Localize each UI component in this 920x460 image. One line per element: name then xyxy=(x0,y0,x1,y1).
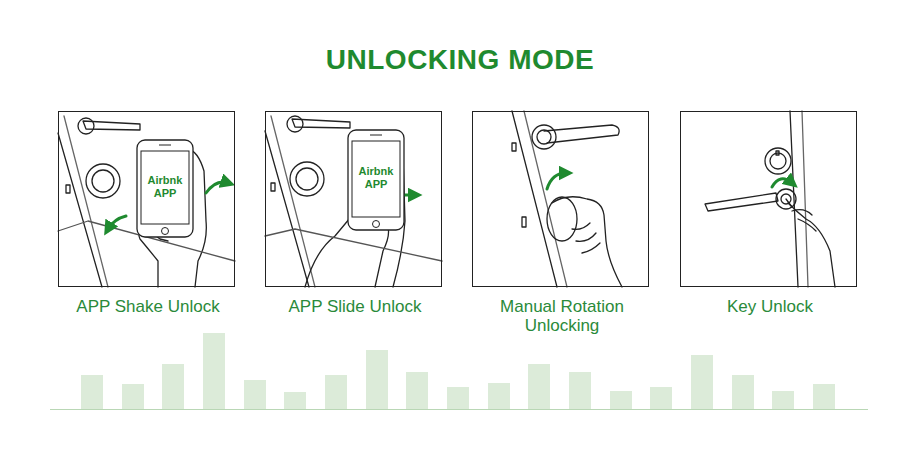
mode-panel: APP Slide UnlockAirbnk APP xyxy=(265,111,442,287)
app-label: Airbnk APP xyxy=(353,165,399,191)
mode-panel: Key Unlock xyxy=(680,111,857,287)
mode-panel: APP Shake UnlockAirbnk APP xyxy=(58,111,235,287)
slide-scene xyxy=(265,116,442,287)
bar-decoration xyxy=(81,333,835,409)
title: UNLOCKING MODE xyxy=(0,44,920,76)
phone-screen: Airbnk APP xyxy=(136,139,194,238)
shake-scene xyxy=(58,116,235,287)
manual-scene xyxy=(512,111,622,287)
mode-caption: APP Slide Unlock xyxy=(280,297,430,316)
phone-screen: Airbnk APP xyxy=(347,129,405,231)
mode-caption: Key Unlock xyxy=(695,297,845,316)
mode-caption: APP Shake Unlock xyxy=(73,297,223,316)
key-scene xyxy=(705,111,835,287)
app-label: Airbnk APP xyxy=(142,174,188,200)
mode-panel: Manual Rotation Unlocking xyxy=(472,111,649,287)
baseline xyxy=(50,409,868,410)
mode-caption: Manual Rotation Unlocking xyxy=(487,297,637,335)
